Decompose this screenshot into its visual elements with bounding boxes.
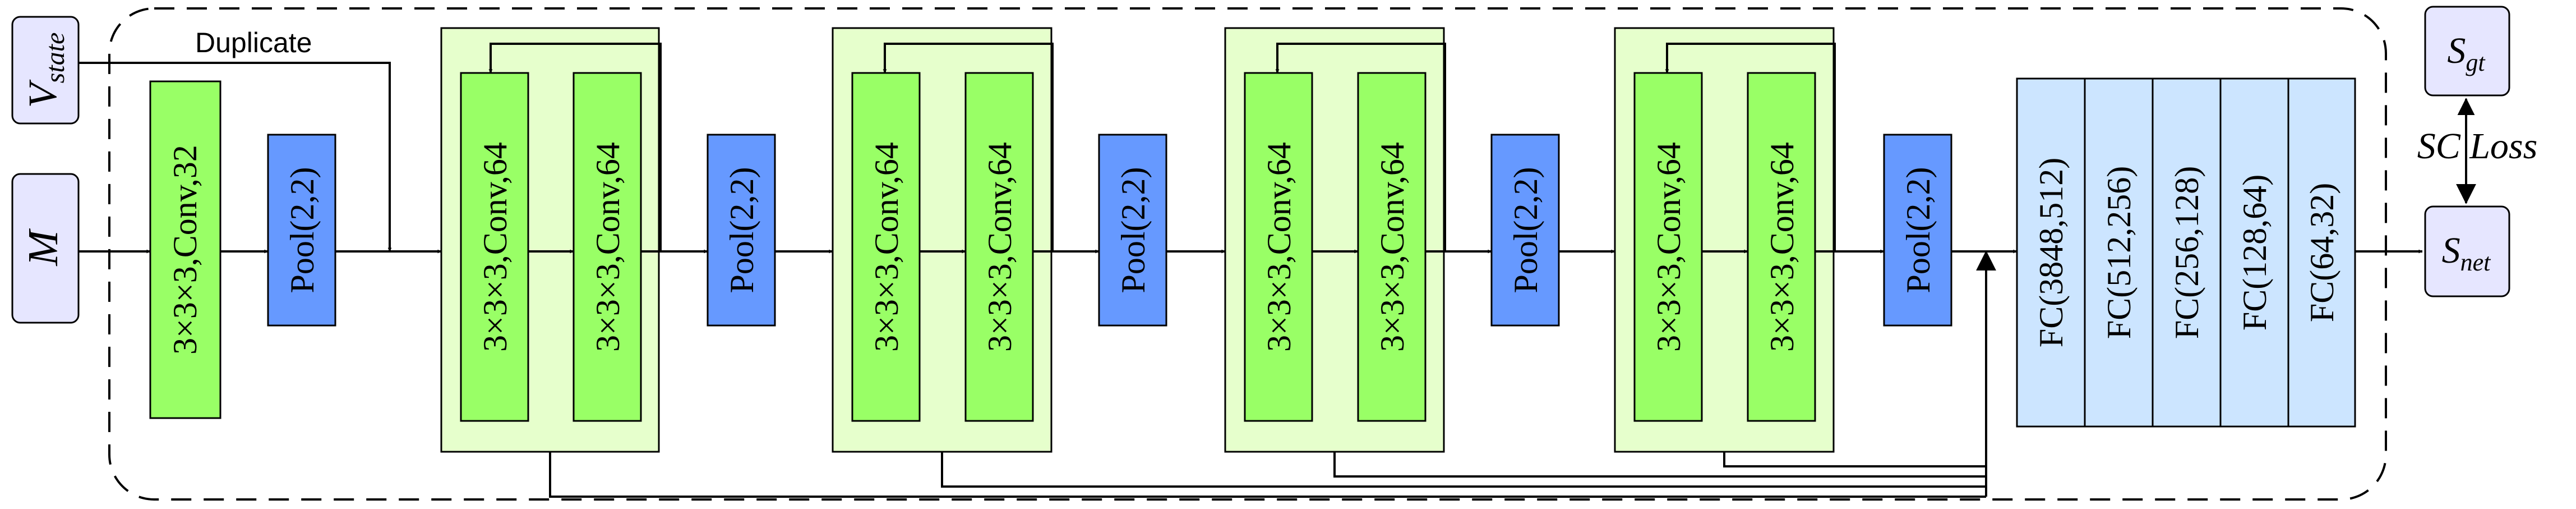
pool-2: Pool(2,2) [707,134,776,327]
input-v-state: Vstate [11,16,80,125]
sc-loss-label: SC Loss [2417,126,2538,167]
pool-4: Pool(2,2) [1490,134,1560,327]
pool-3-label: Pool(2,2) [1115,167,1152,294]
res4-conv-b: 3×3×3,Conv,64 [1764,142,1801,352]
fc-layer-4: FC(128,64) [2236,175,2273,331]
pool-1-label: Pool(2,2) [284,167,321,294]
fc-stack: FC(3848,512) FC(512,256) FC(256,128) FC(… [2016,77,2356,428]
pool-5-label: Pool(2,2) [1900,167,1937,294]
fc-layer-3: FC(256,128) [2168,166,2205,339]
pool-5: Pool(2,2) [1883,134,1952,327]
fc-layer-5: FC(64,32) [2303,183,2340,322]
skip-connections [549,250,1996,498]
res1-conv-b: 3×3×3,Conv,64 [589,142,626,352]
output-s-gt: Sgt [2424,6,2510,97]
res4-conv-a: 3×3×3,Conv,64 [1650,142,1687,352]
duplicate-label: Duplicate [195,27,312,58]
s-net-sub: net [2460,249,2492,276]
s-gt-main: S [2447,30,2466,71]
output-s-net: Snet [2424,205,2510,297]
svg-text:Vstate: Vstate [20,33,70,108]
input-m: M [11,173,80,324]
pool-2-label: Pool(2,2) [723,167,760,294]
fc-layer-2: FC(512,256) [2100,166,2138,339]
svg-text:Sgt: Sgt [2447,30,2486,76]
v-state-main: V [20,79,65,108]
m-label: M [20,228,67,267]
residual-block-2: 3×3×3,Conv,64 3×3×3,Conv,64 [832,27,1054,453]
sc-loss: SC Loss [2406,98,2557,204]
res2-conv-a: 3×3×3,Conv,64 [868,142,905,352]
svg-text:Snet: Snet [2442,230,2492,276]
pool-3: Pool(2,2) [1098,134,1167,327]
conv-32-label: 3×3×3,Conv,32 [167,145,204,355]
network-boundary [108,7,2387,501]
pool-1: Pool(2,2) [267,134,336,327]
pool-4-label: Pool(2,2) [1507,167,1544,294]
s-gt-sub: gt [2466,49,2486,76]
s-net-main: S [2442,230,2460,271]
residual-block-1: 3×3×3,Conv,64 3×3×3,Conv,64 [440,27,662,453]
res1-conv-a: 3×3×3,Conv,64 [477,142,514,352]
res3-conv-b: 3×3×3,Conv,64 [1374,142,1411,352]
res3-conv-a: 3×3×3,Conv,64 [1261,142,1298,352]
res2-conv-b: 3×3×3,Conv,64 [981,142,1018,352]
conv-32-block: 3×3×3,Conv,32 [149,80,221,419]
residual-block-4: 3×3×3,Conv,64 3×3×3,Conv,64 [1614,27,1836,453]
fc-layer-1: FC(3848,512) [2033,158,2070,347]
v-state-sub: state [40,33,70,84]
residual-block-3: 3×3×3,Conv,64 3×3×3,Conv,64 [1224,27,1446,453]
